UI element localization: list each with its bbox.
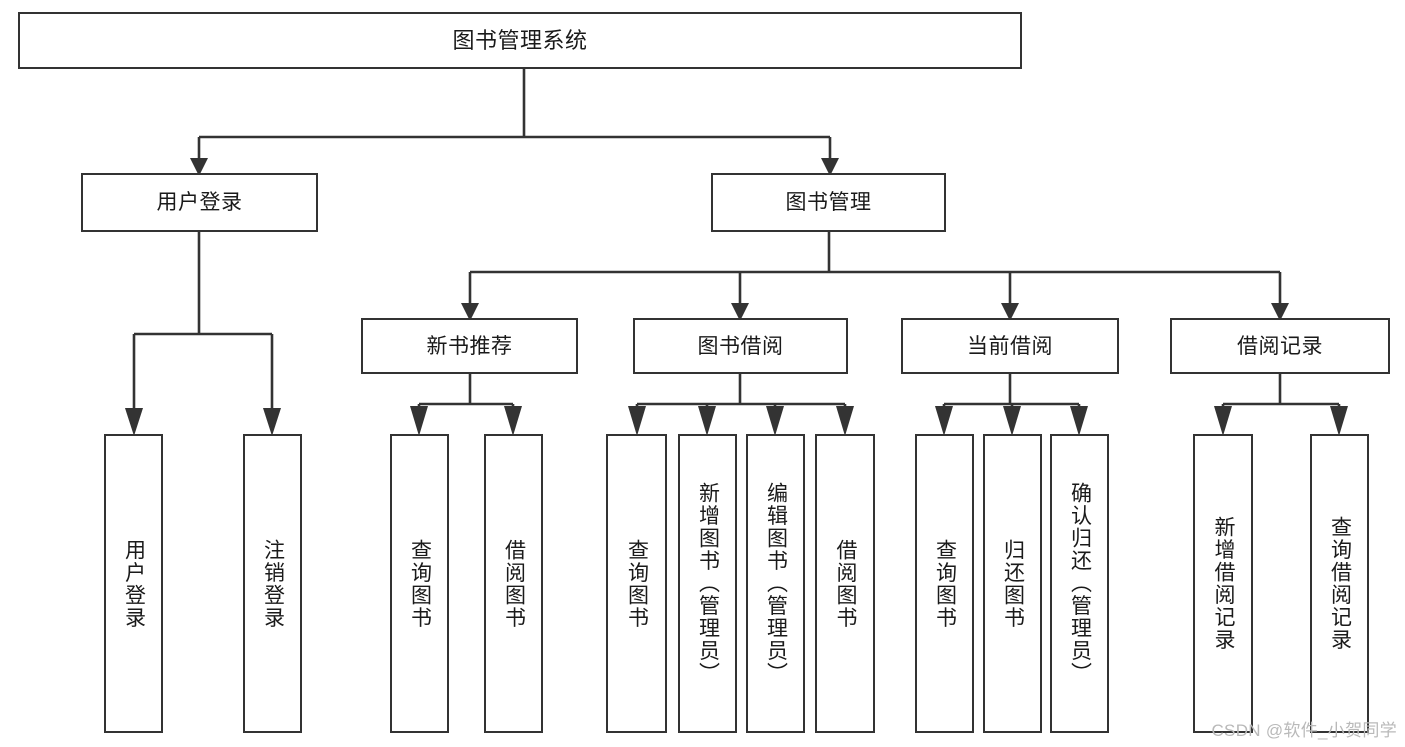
- node-current-borrow-label: 当前借阅: [967, 334, 1053, 358]
- node-new-book-rec[interactable]: 新书推荐: [361, 318, 578, 374]
- arrowhead-icon: [1003, 406, 1021, 436]
- leaf-user-login[interactable]: 用户登录: [104, 434, 163, 733]
- arrowhead-icon: [461, 303, 479, 321]
- node-book-manage-label: 图书管理: [785, 191, 872, 214]
- arrowhead-icon: [263, 408, 281, 436]
- node-user-login-label: 用户登录: [156, 191, 243, 214]
- leaf-logout-login-label: 注销登录: [261, 538, 285, 629]
- leaf-query-book-current[interactable]: 查询图书: [915, 434, 974, 733]
- arrowhead-group: [125, 158, 1348, 436]
- arrowhead-icon: [1271, 303, 1289, 321]
- leaf-query-record-label: 查询借阅记录: [1328, 516, 1352, 651]
- node-new-book-rec-label: 新书推荐: [426, 334, 513, 358]
- node-borrow-record[interactable]: 借阅记录: [1170, 318, 1390, 374]
- arrowhead-icon: [935, 406, 953, 436]
- leaf-borrow-book[interactable]: 借阅图书: [815, 434, 875, 733]
- csdn-watermark: CSDN @软件_小贺同学: [1211, 721, 1397, 740]
- arrowhead-icon: [1001, 303, 1019, 321]
- leaf-add-book-label: 新增图书（管理员）: [696, 482, 720, 685]
- node-user-login[interactable]: 用户登录: [81, 173, 318, 232]
- leaf-user-login-label: 用户登录: [122, 538, 146, 629]
- leaf-return-book[interactable]: 归还图书: [983, 434, 1042, 733]
- leaf-borrow-book-rec-label: 借阅图书: [502, 538, 526, 629]
- arrowhead-icon: [410, 406, 428, 436]
- arrowhead-icon: [821, 158, 839, 176]
- leaf-edit-book-label: 编辑图书（管理员）: [764, 482, 788, 685]
- leaf-query-book-borrow-label: 查询图书: [625, 538, 649, 629]
- leaf-return-book-label: 归还图书: [1001, 538, 1025, 629]
- leaf-query-book-current-label: 查询图书: [933, 538, 957, 629]
- leaf-add-record[interactable]: 新增借阅记录: [1193, 434, 1253, 733]
- leaf-query-book-rec-label: 查询图书: [408, 538, 432, 629]
- node-book-manage[interactable]: 图书管理: [711, 173, 946, 232]
- leaf-confirm-return[interactable]: 确认归还（管理员）: [1050, 434, 1109, 733]
- leaf-add-record-label: 新增借阅记录: [1212, 516, 1236, 651]
- node-book-borrow[interactable]: 图书借阅: [633, 318, 848, 374]
- arrowhead-icon: [125, 408, 143, 436]
- leaf-edit-book[interactable]: 编辑图书（管理员）: [746, 434, 805, 733]
- arrowhead-icon: [698, 406, 716, 436]
- arrowhead-icon: [628, 406, 646, 436]
- leaf-query-record[interactable]: 查询借阅记录: [1310, 434, 1369, 733]
- node-root[interactable]: 图书管理系统: [18, 12, 1022, 69]
- arrowhead-icon: [766, 406, 784, 436]
- leaf-borrow-book-rec[interactable]: 借阅图书: [484, 434, 543, 733]
- leaf-add-book[interactable]: 新增图书（管理员）: [678, 434, 737, 733]
- leaf-query-book-borrow[interactable]: 查询图书: [606, 434, 667, 733]
- arrowhead-icon: [731, 303, 749, 321]
- node-root-label: 图书管理系统: [452, 27, 588, 53]
- node-borrow-record-label: 借阅记录: [1237, 334, 1323, 358]
- arrowhead-icon: [1330, 406, 1348, 436]
- arrowhead-icon: [836, 406, 854, 436]
- leaf-logout-login[interactable]: 注销登录: [243, 434, 302, 733]
- arrowhead-icon: [190, 158, 208, 176]
- leaf-borrow-book-label: 借阅图书: [834, 538, 858, 629]
- arrowhead-icon: [504, 406, 522, 436]
- leaf-confirm-return-label: 确认归还（管理员）: [1068, 482, 1092, 685]
- arrowhead-icon: [1214, 406, 1232, 436]
- node-current-borrow[interactable]: 当前借阅: [901, 318, 1119, 374]
- arrowhead-icon: [1070, 406, 1088, 436]
- leaf-query-book-rec[interactable]: 查询图书: [390, 434, 449, 733]
- node-book-borrow-label: 图书借阅: [697, 334, 784, 358]
